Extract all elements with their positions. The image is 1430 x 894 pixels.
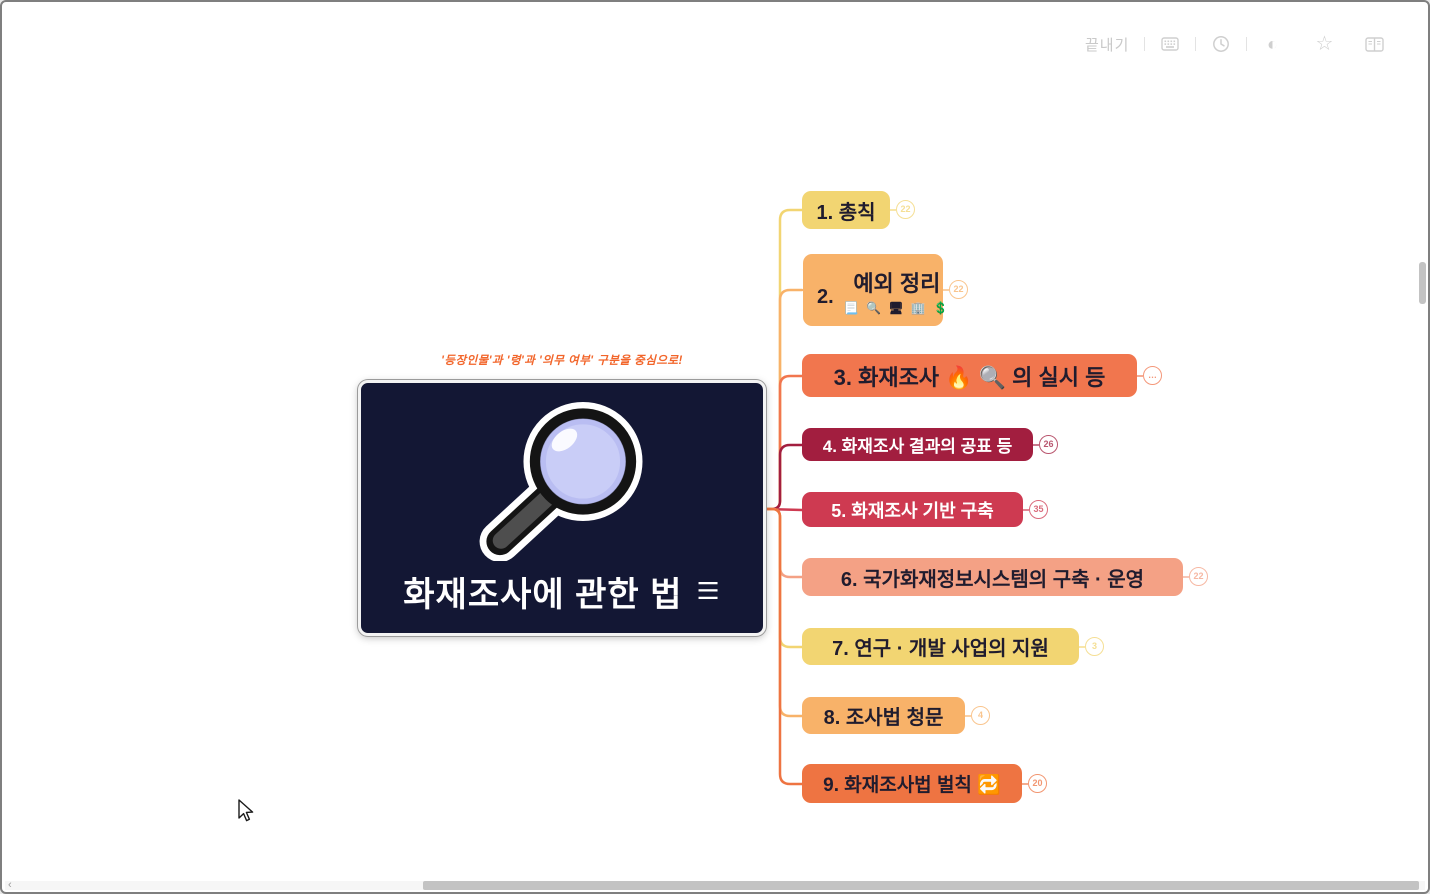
horizontal-scrollbar[interactable]: ‹ — [5, 879, 1425, 891]
collapse-count-badge[interactable]: 22 — [949, 280, 968, 299]
branch-2-emoji-row: 📃 🔍 🖥 🏢 💲 — [843, 300, 951, 315]
central-topic-title: 화재조사에 관한 법 — [403, 576, 683, 614]
branch-node-6[interactable]: 6. 국가화재정보시스템의 구축 · 운영 — [802, 558, 1183, 596]
branch-node-5[interactable]: 5. 화재조사 기반 구축 — [802, 492, 1023, 527]
split-view-icon[interactable] — [1364, 34, 1384, 54]
keyboard-icon[interactable] — [1160, 34, 1180, 54]
collapse-count-badge[interactable]: 26 — [1039, 434, 1058, 454]
branch-node-3[interactable]: 3. 화재조사 🔥 🔍 의 실시 등 — [802, 354, 1137, 397]
branch-node-9[interactable]: 9. 화재조사법 벌칙 🔁 — [802, 764, 1022, 803]
toolbar: 끝내기 ◐ ☆ — [1085, 32, 1384, 56]
notes-icon[interactable]: ☰ — [696, 577, 721, 605]
collapse-count-badge[interactable]: … — [1143, 365, 1162, 385]
collapse-count-badge[interactable]: 20 — [1028, 773, 1047, 793]
branch-node-7[interactable]: 7. 연구 · 개발 사업의 지원 — [802, 628, 1079, 665]
vertical-scrollbar-thumb[interactable] — [1419, 262, 1426, 304]
collapse-count-badge[interactable]: 22 — [896, 200, 915, 219]
horizontal-scrollbar-thumb[interactable] — [423, 881, 1419, 890]
collapse-count-badge[interactable]: 22 — [1189, 567, 1208, 586]
exit-button[interactable]: 끝내기 — [1085, 36, 1130, 54]
branch-node-8[interactable]: 8. 조사법 청문 — [802, 697, 965, 734]
central-topic[interactable]: 화재조사에 관한 법 ☰ — [358, 380, 766, 636]
map-annotation[interactable]: '등장인물'과 '령'과 '의무 여부' 구분을 중심으로! — [441, 355, 683, 367]
collapse-count-badge[interactable]: 3 — [1085, 636, 1104, 656]
magnifying-glass-illustration — [479, 401, 642, 561]
toolbar-separator — [1195, 37, 1197, 51]
star-icon[interactable]: ☆ — [1315, 33, 1334, 55]
toolbar-separator — [1246, 37, 1248, 51]
collapse-count-badge[interactable]: 35 — [1029, 499, 1048, 519]
branch-2-title: 예외 정리 — [853, 270, 941, 296]
collapse-count-badge[interactable]: 4 — [971, 705, 990, 725]
toolbar-separator — [1144, 37, 1146, 51]
mouse-cursor — [238, 799, 254, 822]
branch-node-2[interactable]: 2. 예외 정리 📃 🔍 🖥 🏢 💲 — [803, 254, 948, 326]
branch-node-4[interactable]: 4. 화재조사 결과의 공표 등 — [802, 428, 1033, 461]
scroll-left-arrow[interactable]: ‹ — [8, 879, 12, 891]
branch-node-1[interactable]: 1. 총칙 — [802, 191, 890, 229]
contrast-icon[interactable]: ◐ — [1266, 34, 1278, 54]
history-clock-icon[interactable] — [1211, 34, 1231, 54]
branch-2-number: 2. — [817, 285, 834, 308]
